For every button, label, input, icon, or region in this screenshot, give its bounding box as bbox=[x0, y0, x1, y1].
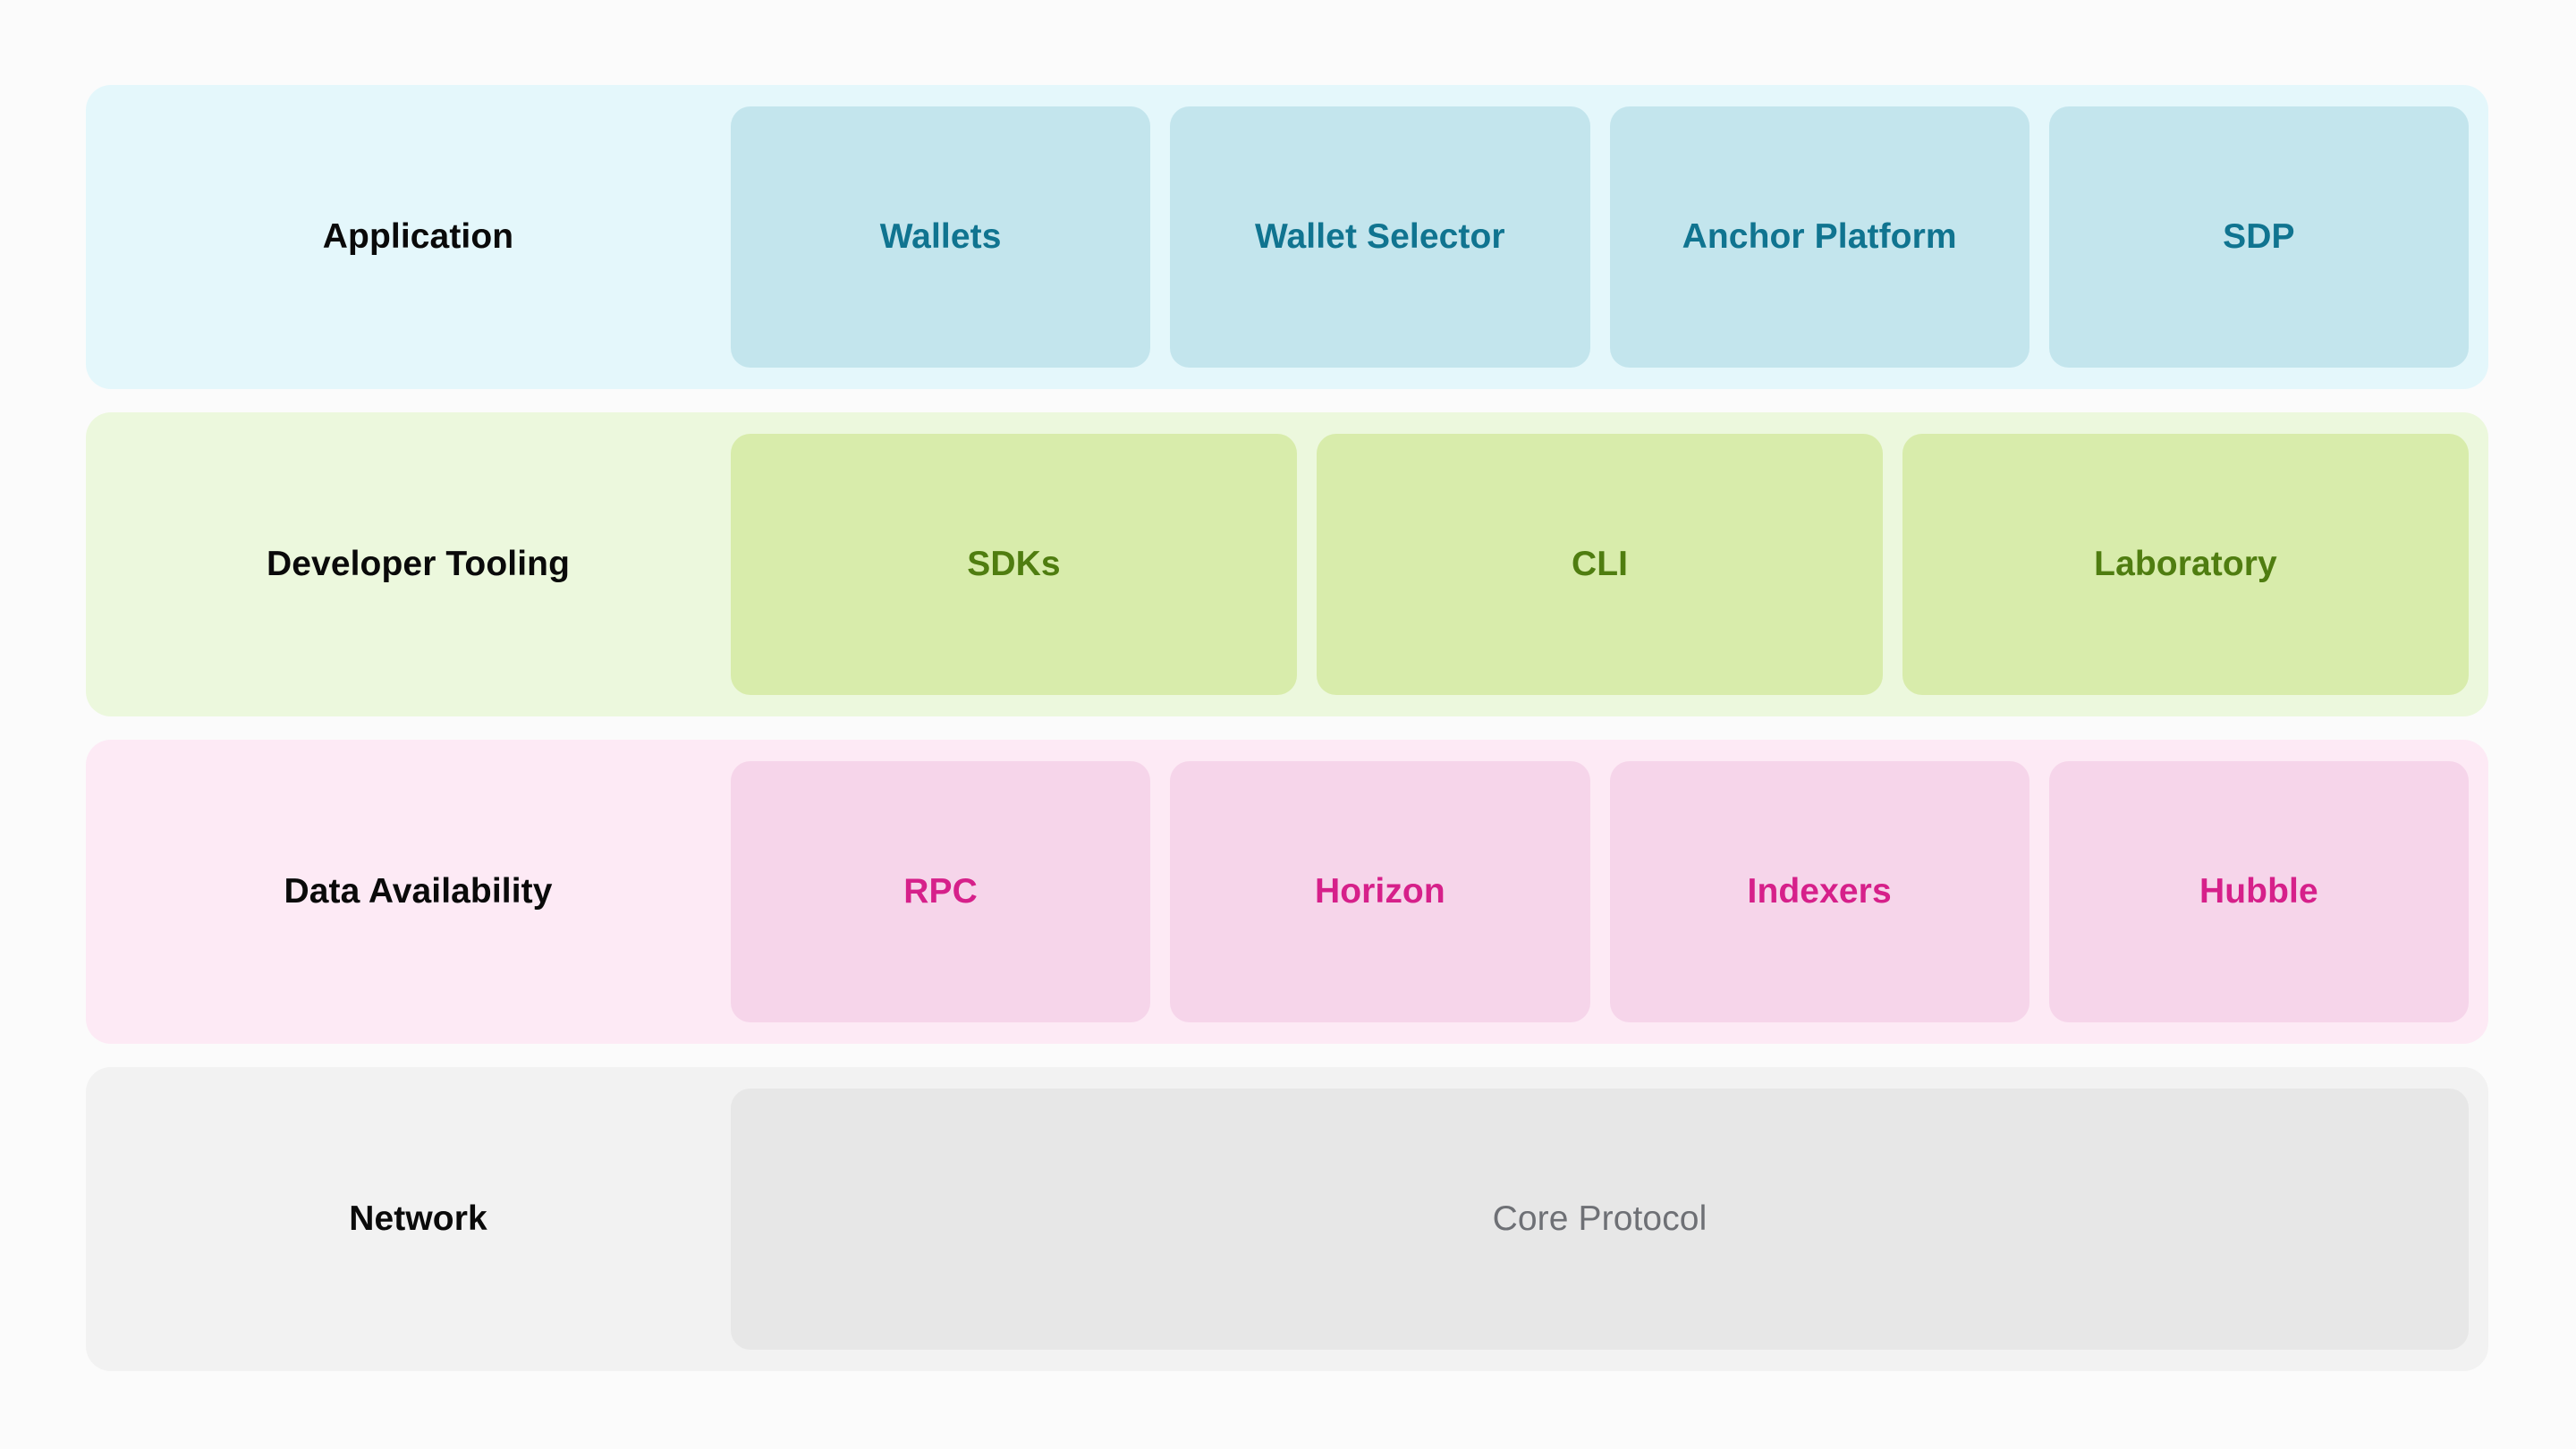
card-hubble[interactable]: Hubble bbox=[2048, 761, 2469, 1022]
layer-cards-application: Wallets Wallet Selector Anchor Platform … bbox=[731, 106, 2469, 368]
card-sdp[interactable]: SDP bbox=[2048, 106, 2469, 368]
layer-cards-developer-tooling: SDKs CLI Laboratory bbox=[731, 434, 2469, 695]
card-horizon[interactable]: Horizon bbox=[1170, 761, 1590, 1022]
layer-label-network: Network bbox=[349, 1199, 487, 1238]
card-laboratory[interactable]: Laboratory bbox=[1902, 434, 2469, 695]
card-anchor-platform[interactable]: Anchor Platform bbox=[1609, 106, 2029, 368]
card-wallets[interactable]: Wallets bbox=[731, 106, 1151, 368]
layer-label-data-availability: Data Availability bbox=[284, 872, 553, 911]
card-rpc[interactable]: RPC bbox=[731, 761, 1151, 1022]
card-wallet-selector[interactable]: Wallet Selector bbox=[1170, 106, 1590, 368]
card-core-protocol[interactable]: Core Protocol bbox=[731, 1089, 2469, 1350]
card-sdks[interactable]: SDKs bbox=[731, 434, 1297, 695]
layer-label-developer-tooling: Developer Tooling bbox=[266, 545, 570, 583]
layer-cards-data-availability: RPC Horizon Indexers Hubble bbox=[731, 761, 2469, 1022]
layer-stack-diagram: Application Wallets Wallet Selector Anch… bbox=[86, 85, 2488, 1371]
layer-row-network: Network Core Protocol bbox=[86, 1067, 2488, 1371]
layer-cards-network: Core Protocol bbox=[731, 1089, 2469, 1350]
layer-row-application: Application Wallets Wallet Selector Anch… bbox=[86, 85, 2488, 389]
card-indexers[interactable]: Indexers bbox=[1609, 761, 2029, 1022]
card-cli[interactable]: CLI bbox=[1317, 434, 1883, 695]
layer-row-developer-tooling: Developer Tooling SDKs CLI Laboratory bbox=[86, 412, 2488, 716]
layer-row-data-availability: Data Availability RPC Horizon Indexers H… bbox=[86, 740, 2488, 1044]
layer-label-application: Application bbox=[322, 217, 514, 256]
